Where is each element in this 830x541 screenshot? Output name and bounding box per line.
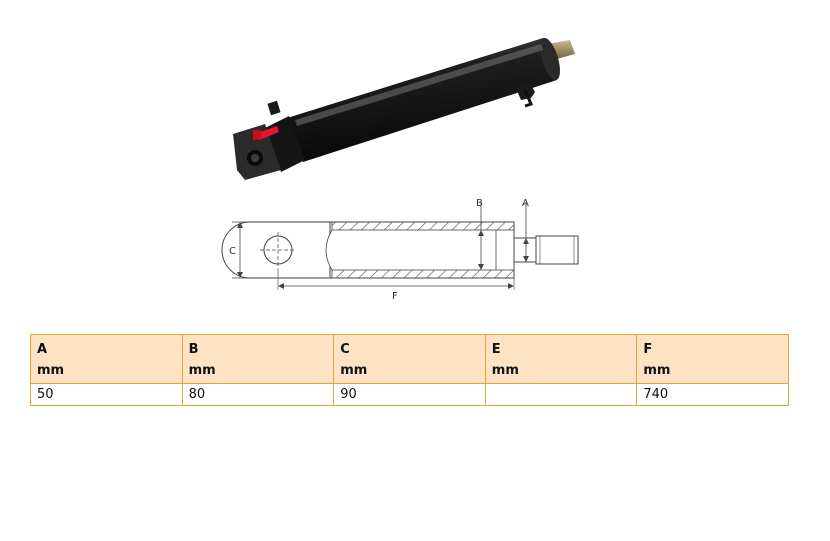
column-unit: mm [37,363,65,378]
column-header-a: A mm [30,334,183,384]
column-name: A [37,342,48,357]
dimensions-table: A mm B mm C mm E mm F mm 50 80 [30,334,789,406]
cell-c: 90 [333,383,486,406]
table-header-row: A mm B mm C mm E mm F mm [30,334,789,384]
table-row: 50 80 90 740 [30,383,789,406]
label-c: C [229,246,236,257]
label-b: B [476,198,483,209]
cell-b: 80 [181,383,335,406]
column-name: E [491,342,501,357]
cell-e [484,383,638,406]
cell-f: 740 [636,383,789,406]
column-unit: mm [643,363,671,378]
column-name: F [643,342,653,357]
column-name: C [340,342,350,357]
column-header-e: E mm [484,334,638,384]
cell-a: 50 [30,383,183,406]
label-a: A [522,198,529,209]
column-unit: mm [188,363,216,378]
column-header-c: C mm [333,334,486,384]
hydraulic-cylinder-photo [233,37,575,180]
column-unit: mm [491,363,519,378]
column-unit: mm [340,363,368,378]
dimension-drawing: C B A F [221,198,579,302]
table-edge-divider [788,334,789,354]
column-header-f: F mm [636,334,789,384]
label-f: F [392,291,398,302]
column-name: B [188,342,199,357]
column-header-b: B mm [181,334,335,384]
